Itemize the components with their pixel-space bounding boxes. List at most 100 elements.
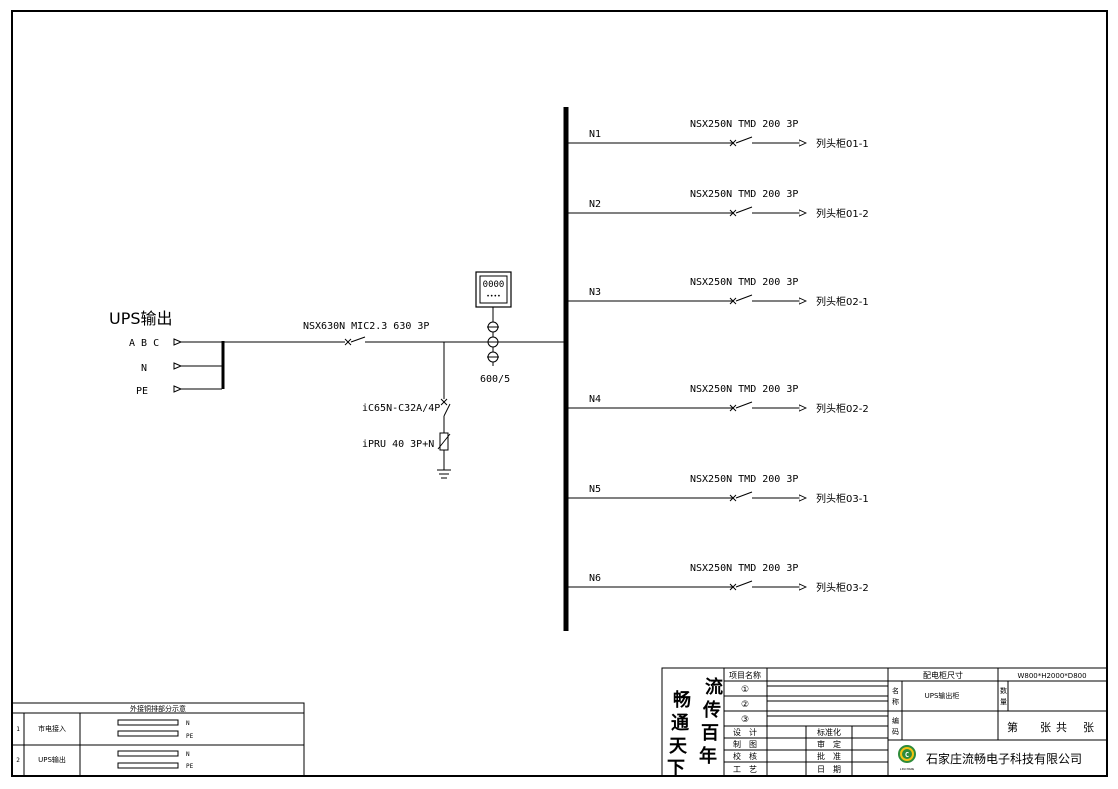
- legend-row-name: UPS输出: [38, 755, 66, 764]
- sheet-number-label: 张: [1040, 721, 1051, 734]
- feeder-breaker-label: NSX250N TMD 200 3P: [690, 474, 798, 485]
- motto-char: 传: [702, 699, 721, 721]
- qty-label-char: 量: [1000, 698, 1007, 706]
- feeder-id: N3: [589, 287, 601, 298]
- name-label-char: 称: [892, 697, 899, 706]
- breaker-blade: [735, 580, 753, 588]
- motto-calligraphy: 流 传 百 年 畅 通 天 下: [667, 676, 723, 779]
- power-meter: 0000 ••••: [475, 271, 512, 308]
- feeder-id: N1: [589, 129, 601, 140]
- circled-number: ③: [741, 715, 749, 725]
- sign-label: 校 核: [733, 751, 757, 761]
- source-neutral: N: [141, 363, 147, 374]
- source-earth: PE: [136, 386, 148, 397]
- sign-label: 标准化: [817, 727, 841, 737]
- name-label-char: 名: [892, 686, 899, 695]
- motto-char: 天: [669, 736, 688, 757]
- legend-row-no: 1: [16, 726, 20, 733]
- motto-char: 年: [699, 745, 717, 767]
- title-block: 流 传 百 年 畅 通 天 下 项目名称 ① ② ③ 设 计 标准化 制 图 审…: [661, 667, 1108, 779]
- breaker-cross: [729, 404, 737, 412]
- sheet-number-label: 共: [1056, 721, 1067, 734]
- breaker-blade: [735, 206, 753, 214]
- feeder-circuit: N4 NSX250N TMD 200 3P 列头柜02-2: [568, 384, 869, 415]
- motto-char: 百: [701, 723, 719, 744]
- sign-label: 批 准: [817, 751, 841, 761]
- legend-title: 外接铜排部分示意: [130, 704, 186, 713]
- feeder-breaker-label: NSX250N TMD 200 3P: [690, 277, 798, 288]
- motto-char: 畅: [673, 689, 691, 711]
- source-phase-abc: A B C: [129, 338, 159, 349]
- motto-char: 下: [667, 758, 685, 779]
- logo-caption: LIUCHANG: [900, 767, 915, 771]
- feeder-id: N6: [589, 573, 601, 584]
- cabinet-size-value: W800*H2000*D800: [1017, 672, 1086, 680]
- breaker-blade: [735, 401, 753, 409]
- svg-text:C: C: [905, 751, 909, 759]
- feeder-circuit: N2 NSX250N TMD 200 3P 列头柜01-2: [568, 189, 869, 220]
- sheet-border: [11, 10, 1108, 777]
- breaker-cross: [729, 494, 737, 502]
- qty-label-char: 数: [1000, 686, 1007, 695]
- feeder-breaker-label: NSX250N TMD 200 3P: [690, 119, 798, 130]
- feeder-destination: 列头柜01-1: [816, 137, 869, 150]
- feeder-destination: 列头柜01-2: [816, 207, 869, 220]
- feeder-circuit: N5 NSX250N TMD 200 3P 列头柜03-1: [568, 474, 869, 505]
- feeder-breaker-label: NSX250N TMD 200 3P: [690, 563, 798, 574]
- breaker-blade: [735, 294, 753, 302]
- feeder-destination: 列头柜03-1: [816, 492, 869, 505]
- feeder-circuit: N1 NSX250N TMD 200 3P 列头柜01-1: [568, 119, 869, 150]
- feeder-destination: 列头柜02-2: [816, 402, 869, 415]
- cabinet-size-label: 配电柜尺寸: [923, 670, 963, 680]
- copper-legend-table: 外接铜排部分示意 1 市电接入 N PE 2 UPS输出 N PE: [11, 702, 305, 777]
- breaker-cross: [729, 297, 737, 305]
- source-terminals: [173, 338, 222, 393]
- feeder-breaker-label: NSX250N TMD 200 3P: [690, 189, 798, 200]
- feeder-destination: 列头柜02-1: [816, 295, 869, 308]
- meter-display: 0000: [483, 280, 505, 290]
- spd-arrester-label: iPRU 40 3P+N: [362, 439, 434, 450]
- sign-label: 制 图: [733, 739, 757, 749]
- breaker-blade: [735, 136, 753, 144]
- breaker-cross: [729, 139, 737, 147]
- legend-row-name: 市电接入: [38, 724, 66, 733]
- project-name-label: 项目名称: [729, 670, 761, 680]
- feeder-id: N4: [589, 394, 601, 405]
- legend-bar-label: N: [186, 751, 190, 758]
- spd-branch: [437, 342, 451, 479]
- sheet-number-label: 张: [1083, 721, 1094, 734]
- sign-label: 日 期: [817, 765, 841, 774]
- feeder-id: N2: [589, 199, 601, 210]
- main-feeder-line: [223, 336, 565, 346]
- circled-number: ②: [741, 700, 749, 710]
- source-title: UPS输出: [109, 309, 173, 328]
- legend-row-no: 2: [16, 757, 20, 764]
- motto-char: 流: [705, 676, 723, 698]
- legend-bar-label: N: [186, 720, 190, 727]
- breaker-cross: [729, 583, 737, 591]
- circled-number: ①: [741, 685, 749, 695]
- sheet-number-label: 第: [1007, 720, 1018, 734]
- company-name: 石家庄流畅电子科技有限公司: [926, 751, 1082, 766]
- sign-label: 工 艺: [733, 765, 757, 774]
- feeder-circuit: N3 NSX250N TMD 200 3P 列头柜02-1: [568, 277, 869, 308]
- breaker-blade: [735, 491, 753, 499]
- feeder-circuit: N6 NSX250N TMD 200 3P 列头柜03-2: [568, 563, 869, 594]
- breaker-cross: [729, 209, 737, 217]
- sign-label: 设 计: [733, 727, 757, 737]
- main-breaker-label: NSX630N MIC2.3 630 3P: [303, 321, 429, 332]
- legend-bar-label: PE: [186, 763, 194, 770]
- code-label-char: 编: [892, 716, 899, 725]
- feeder-destination: 列头柜03-2: [816, 581, 869, 594]
- company-logo: C LIUCHANG: [898, 745, 916, 771]
- meter-dots: ••••: [486, 293, 500, 300]
- feeder-id: N5: [589, 484, 601, 495]
- current-transformer: [487, 321, 499, 363]
- cabinet-name-value: UPS输出柜: [925, 691, 960, 700]
- sign-label: 审 定: [817, 739, 841, 749]
- spd-breaker-label: iC65N-C32A/4P: [362, 403, 440, 414]
- ct-ratio: 600/5: [480, 374, 510, 385]
- feeder-breaker-label: NSX250N TMD 200 3P: [690, 384, 798, 395]
